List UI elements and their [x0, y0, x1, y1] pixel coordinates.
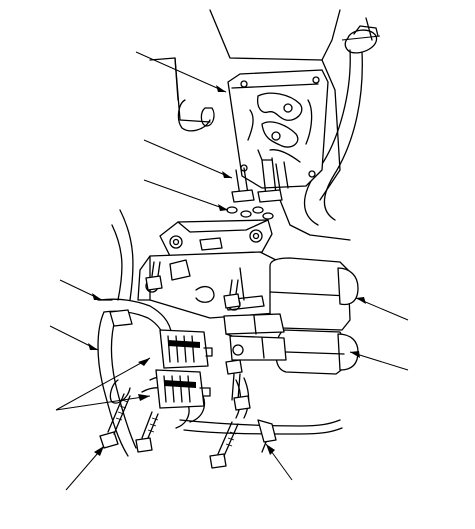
solenoid-cylinders [269, 257, 359, 375]
callout-arrowhead [138, 358, 150, 366]
callout-arrowhead [216, 85, 226, 92]
connector-bracket [223, 313, 287, 361]
callout-arrowhead [92, 293, 102, 300]
callout-connector-lower [55, 395, 151, 411]
callout-o-rings [143, 179, 229, 211]
solenoid-connectors [155, 329, 213, 409]
callout-leaders [49, 51, 409, 491]
control-valve-body [227, 69, 329, 189]
valve-mounting-bolts [231, 157, 289, 203]
callout-valve-bolts [143, 139, 233, 179]
harness-clamp [304, 17, 381, 226]
callout-arrowhead [218, 204, 228, 211]
callout-arrowhead [266, 444, 275, 455]
callout-arrowhead [94, 446, 104, 456]
harness-clip [257, 419, 277, 453]
callout-connector-upper [55, 357, 151, 411]
flange-bolts [99, 261, 251, 469]
callout-control-valve-body [135, 51, 227, 93]
callout-arrowhead [350, 351, 360, 358]
callout-arrowhead [88, 343, 98, 350]
case-mounting-plate [137, 219, 291, 319]
wire-harness [97, 298, 343, 457]
callout-arrowhead [138, 394, 150, 401]
callout-arrowhead [356, 297, 366, 304]
callout-solenoid-lower [349, 351, 409, 371]
callout-arrowhead [222, 171, 232, 178]
transmission-case [111, 9, 351, 301]
